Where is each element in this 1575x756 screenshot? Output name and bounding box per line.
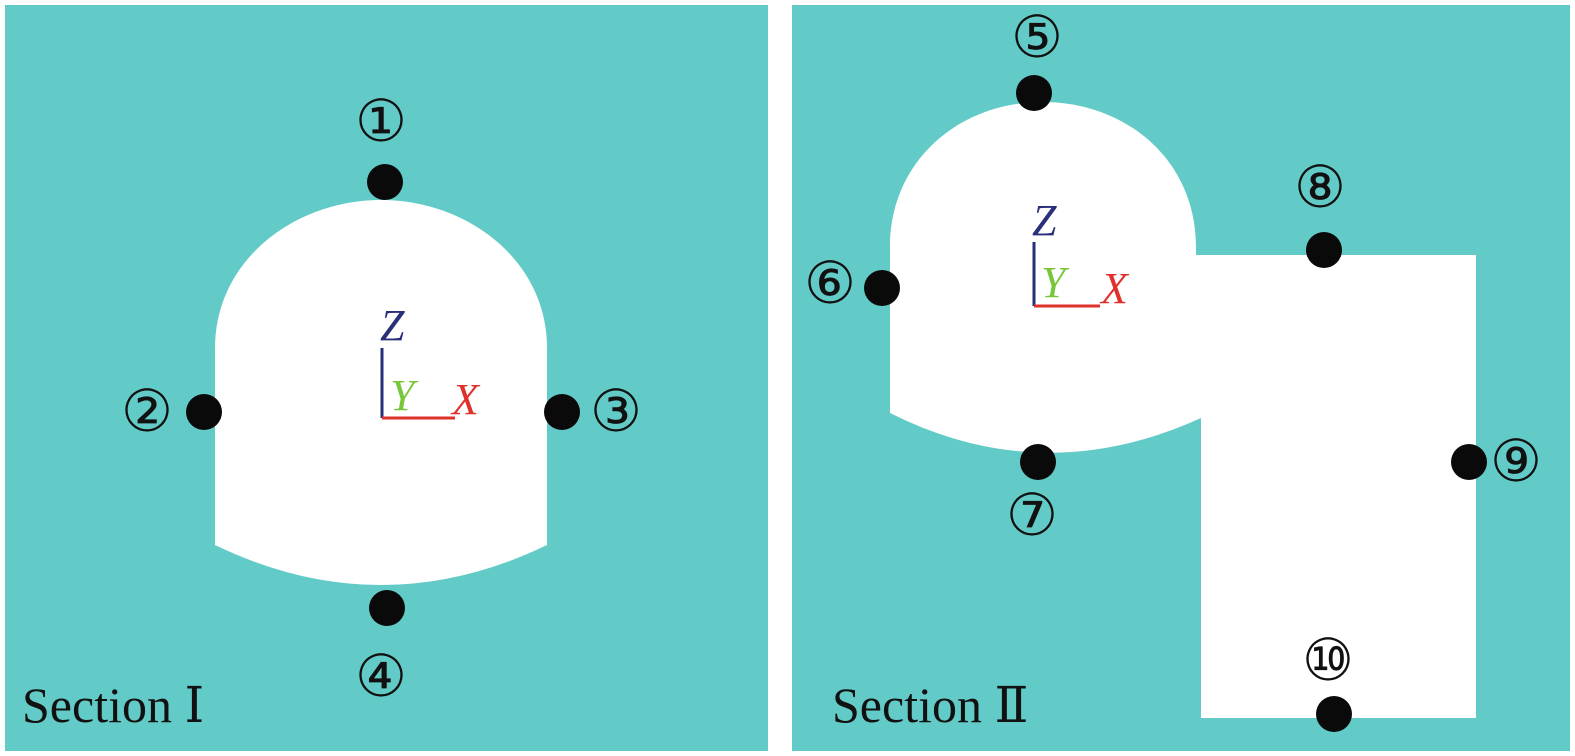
monitoring-point-4 [369,590,405,626]
x-axis-label: X [450,375,481,424]
monitoring-point-9 [1451,444,1487,480]
section-2-title: Section Ⅱ [832,677,1028,733]
point-label-5: ⑤ [1011,3,1063,71]
section-1-title: Section Ⅰ [22,677,204,733]
monitoring-point-5 [1016,75,1052,111]
monitoring-point-3 [544,394,580,430]
point-label-8: ⑧ [1294,153,1346,221]
section-2-panel: Z Y X ⑤ ⑥ ⑦ ⑧ ⑨ ⑩ Section Ⅱ [792,3,1570,751]
point-label-7: ⑦ [1006,481,1058,549]
y-axis-label-2: Y [1041,258,1070,307]
monitoring-point-6 [864,270,900,306]
point-label-6: ⑥ [804,249,856,317]
monitoring-point-1 [367,164,403,200]
coordinate-axes-1: Z Y X [380,301,481,424]
section-1-panel: Z Y X ① ② ③ ④ Section Ⅰ [5,5,768,751]
point-label-10: ⑩ [1302,626,1354,694]
point-label-9: ⑨ [1490,427,1542,495]
x-axis-label-2: X [1099,264,1130,313]
coordinate-axes-2: Z Y X [1032,196,1130,313]
point-label-4: ④ [355,642,407,710]
monitoring-point-8 [1306,232,1342,268]
monitoring-point-7 [1020,444,1056,480]
point-label-3: ③ [590,377,642,445]
monitoring-point-10 [1316,696,1352,732]
point-label-1: ① [355,87,407,155]
z-axis-label: Z [380,301,405,350]
point-label-2: ② [121,377,173,445]
y-axis-label: Y [390,371,419,420]
monitoring-point-2 [186,394,222,430]
z-axis-label-2: Z [1032,196,1057,245]
